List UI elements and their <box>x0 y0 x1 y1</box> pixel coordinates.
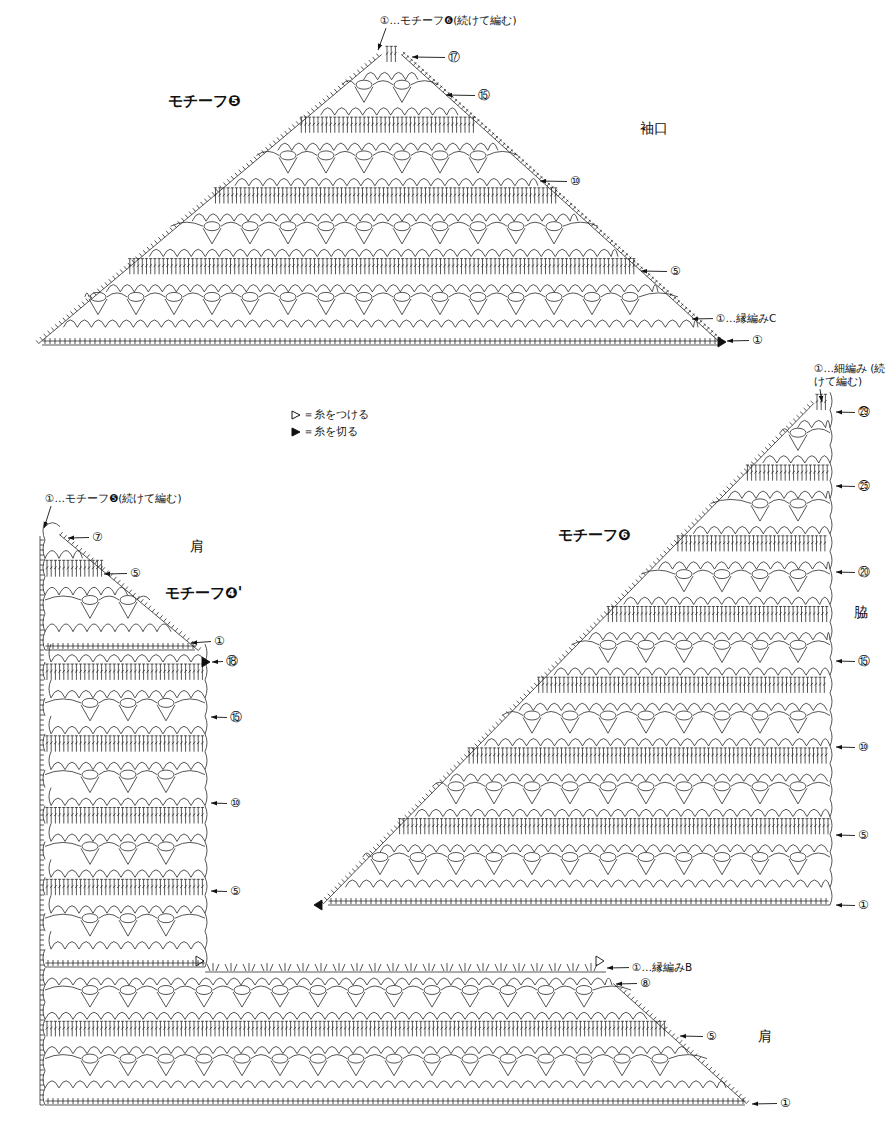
leader-arrow <box>412 57 445 59</box>
row-number: ⑧ <box>640 976 651 991</box>
row-number: ⑳ <box>858 565 870 580</box>
part-name: 肩 <box>758 1028 772 1046</box>
motif-edge <box>321 401 814 904</box>
leader-arrow <box>836 486 855 488</box>
callout-note: ①…縁編みB <box>632 961 692 974</box>
row-number: ① <box>858 898 869 913</box>
callout-note: ①…モチーフ❻(続けて編む) <box>380 14 517 27</box>
row-number: ⑩ <box>230 796 241 811</box>
leader-lines <box>44 28 855 1104</box>
motif-title: モチーフ❺ <box>168 92 241 111</box>
yarn-mark <box>314 900 322 910</box>
leader-arrow <box>692 318 713 319</box>
leader-arrow <box>191 642 211 644</box>
legend-text: ＝糸をつける <box>303 408 369 422</box>
leader-arrow <box>211 891 227 893</box>
leader-arrow <box>211 803 227 805</box>
callout-note: ①…細編み (続けて編む) <box>814 362 886 388</box>
leader-arrow <box>378 28 386 50</box>
row-number: ⑤ <box>130 566 141 581</box>
row-number: ㉕ <box>858 479 870 494</box>
motif-edge <box>36 54 382 344</box>
leader-arrow <box>446 95 475 97</box>
edging-b <box>205 963 606 972</box>
leader-arrow <box>727 340 749 342</box>
row-number: ⑤ <box>858 828 869 843</box>
leader-arrow <box>68 537 89 539</box>
leader-arrow <box>211 717 227 719</box>
leader-arrow <box>607 967 629 968</box>
motif-edge <box>613 983 749 1103</box>
leader-arrow <box>836 412 855 414</box>
row-number: ⑦ <box>92 530 103 545</box>
leader-arrow <box>820 389 822 402</box>
leader-arrow <box>836 572 855 574</box>
leader-arrow <box>836 747 855 749</box>
leader-arrow <box>540 181 567 183</box>
legend-text: ＝糸を切る <box>303 425 358 439</box>
yarn-mark <box>202 657 210 667</box>
callout-note: ①…縁編みC <box>716 312 776 325</box>
edging-c <box>401 52 724 343</box>
legend-symbol <box>290 427 302 437</box>
legend-entry: ＝糸をつける <box>290 406 369 423</box>
yarn-mark <box>596 956 604 966</box>
leader-arrow <box>752 1103 777 1105</box>
crochet-chart <box>36 46 832 1105</box>
row-number: ⑤ <box>706 1029 717 1044</box>
row-number: ⑱ <box>226 654 238 669</box>
leader-arrow <box>836 905 855 907</box>
motif-title: モチーフ❹' <box>165 584 242 603</box>
callout-note: ①…モチーフ❺(続けて編む) <box>45 492 182 505</box>
leader-arrow <box>616 983 637 985</box>
yarn-mark <box>718 337 726 347</box>
motif-4-chart <box>43 644 207 967</box>
row-number: ⑤ <box>670 264 681 279</box>
yarn-mark <box>196 956 204 966</box>
motif-title: モチーフ❻ <box>558 526 631 545</box>
leader-arrow <box>836 835 855 837</box>
row-number: ① <box>752 333 763 348</box>
legend-symbol <box>290 410 302 420</box>
leader-arrow <box>680 1036 703 1038</box>
motif-5-chart <box>42 46 718 345</box>
leader-arrow <box>641 271 667 273</box>
row-number: ⑮ <box>230 710 242 725</box>
part-name: 脇 <box>854 604 868 622</box>
motif-4-chart <box>43 968 746 1105</box>
yarn-marks <box>196 337 726 966</box>
leader-arrow <box>104 573 127 575</box>
row-number: ⑤ <box>230 884 241 899</box>
row-number: ⑰ <box>448 50 460 65</box>
part-name: 袖口 <box>640 120 668 138</box>
legend-entry: ＝糸を切る <box>290 423 369 440</box>
row-number: ⑩ <box>858 740 869 755</box>
row-number: ⑮ <box>858 654 870 669</box>
leader-arrow <box>44 506 51 528</box>
row-number: ① <box>214 634 225 649</box>
part-name: 肩 <box>190 538 204 556</box>
motif-6-chart <box>328 392 832 905</box>
leader-arrow <box>836 661 855 663</box>
motif-edge <box>40 536 44 1105</box>
row-number: ① <box>780 1096 791 1111</box>
leader-arrow <box>212 661 223 663</box>
row-number: ⑩ <box>570 174 581 189</box>
legend: ＝糸をつける ＝糸を切る <box>290 406 369 440</box>
row-number: ⑮ <box>478 88 490 103</box>
row-number: ㉙ <box>858 405 870 420</box>
